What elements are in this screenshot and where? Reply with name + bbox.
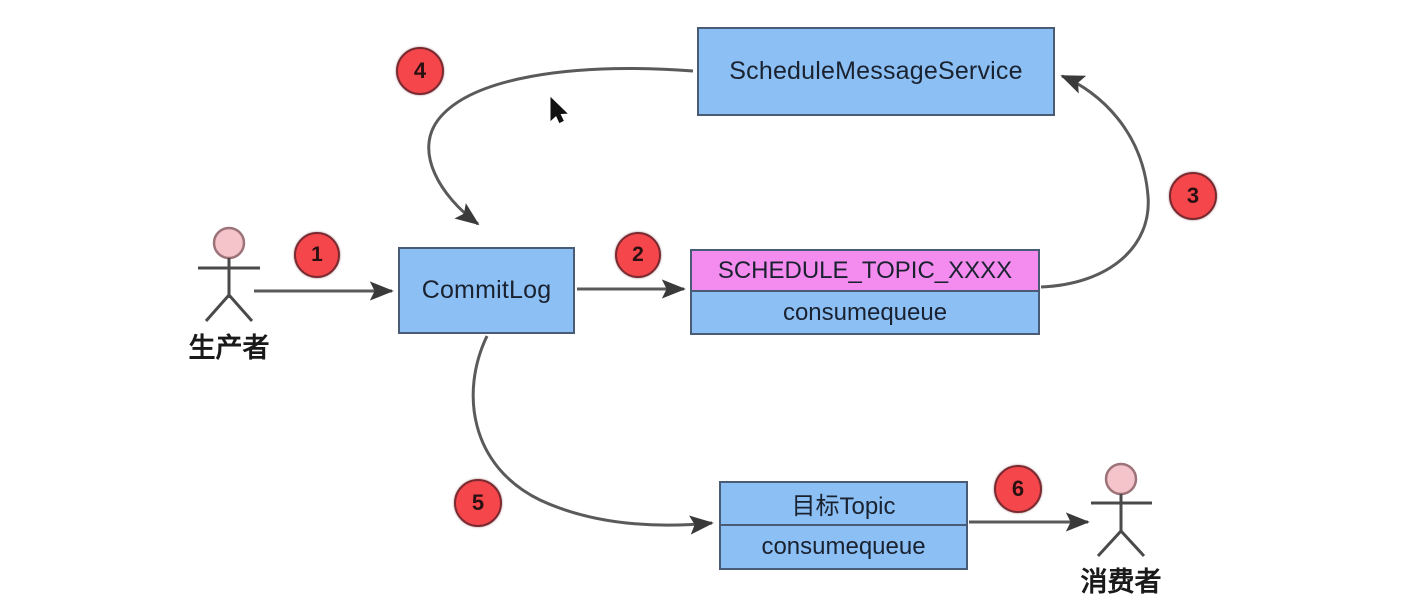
node-target-topic-title: 目标Topic [721, 483, 966, 526]
step-badge-5[interactable]: 5 [454, 479, 502, 527]
node-schedule-message-service-label: ScheduleMessageService [729, 57, 1023, 85]
node-schedule-topic-consumequeue-label: consumequeue [782, 298, 948, 326]
consumer-figure [1091, 462, 1152, 558]
producer-head-icon [212, 226, 246, 260]
node-target-topic-consumequeue: consumequeue [721, 526, 966, 568]
edge-commitlog-to-target-topic [471, 335, 714, 535]
producer-figure [198, 226, 260, 322]
node-schedule-topic-consumequeue: consumequeue [692, 292, 1038, 333]
node-schedule-message-service[interactable]: ScheduleMessageService [697, 27, 1055, 116]
step-badge-4-label: 4 [413, 58, 427, 83]
node-target-topic-title-label: 目标Topic [791, 493, 896, 520]
producer-label: 生产者 [188, 333, 270, 363]
node-schedule-topic[interactable]: SCHEDULE_TOPIC_XXXX consumequeue [690, 249, 1040, 335]
mouse-cursor-icon [550, 96, 568, 124]
edge-service-to-commitlog [427, 67, 694, 226]
edge-schedule-topic-to-service [1040, 74, 1150, 289]
step-badge-6[interactable]: 6 [994, 465, 1042, 513]
step-badge-6-label: 6 [1011, 476, 1025, 501]
consumer-label: 消费者 [1080, 567, 1162, 597]
node-schedule-topic-title-label: SCHEDULE_TOPIC_XXXX [717, 256, 1013, 284]
step-badge-1-label: 1 [311, 243, 323, 266]
node-target-topic-consumequeue-label: consumequeue [761, 533, 926, 560]
step-badge-2-label: 2 [632, 243, 644, 266]
step-badge-2[interactable]: 2 [615, 232, 661, 278]
step-badge-3[interactable]: 3 [1169, 172, 1217, 220]
step-badge-4[interactable]: 4 [396, 47, 444, 95]
node-target-topic[interactable]: 目标Topic consumequeue [719, 481, 968, 570]
node-commitlog[interactable]: CommitLog [398, 247, 575, 334]
node-schedule-topic-title: SCHEDULE_TOPIC_XXXX [692, 251, 1038, 292]
step-badge-5-label: 5 [471, 490, 485, 515]
consumer-head-icon [1104, 462, 1138, 496]
step-badge-1[interactable]: 1 [294, 232, 340, 278]
step-badge-3-label: 3 [1186, 183, 1200, 208]
node-commitlog-label: CommitLog [421, 276, 552, 304]
